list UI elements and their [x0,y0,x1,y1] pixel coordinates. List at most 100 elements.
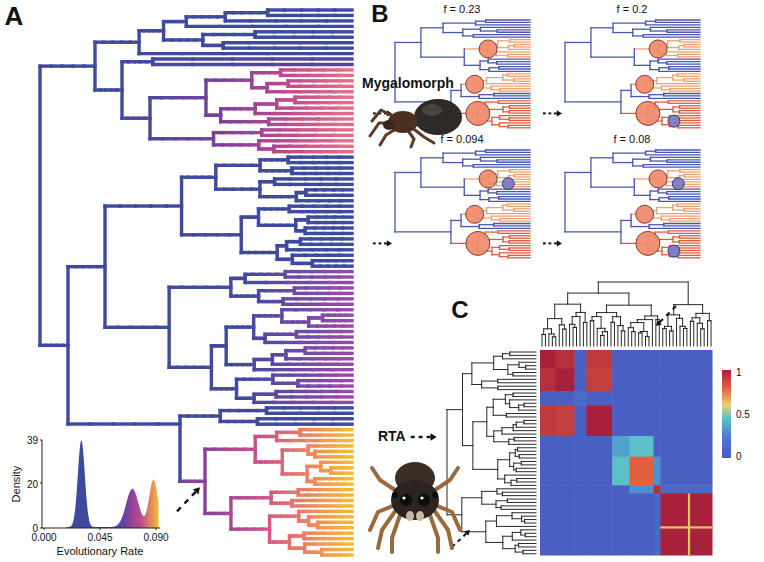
tree-branch [701,328,704,329]
matrix-cell [612,457,630,486]
tree-branch [565,231,621,232]
matrix-cell [629,405,654,436]
tree-branch [669,219,670,221]
tree-branch [649,61,650,70]
tree-branch [302,204,315,207]
tree-branch [291,390,306,393]
tree-branch [509,120,530,121]
tree-branch [508,46,509,50]
tree-branch [498,389,536,390]
tree-branch [299,239,302,244]
tree-branch [503,106,509,107]
tree-branch [137,31,140,54]
tree-branch [295,423,314,426]
tree-branch [288,206,291,211]
matrix-cell [654,485,661,494]
tree-branch [333,417,352,420]
tree-branch [655,231,668,232]
tree-branch [292,499,304,502]
tree-branch [645,315,658,316]
tree-branch [679,236,680,238]
tree-branch [233,57,273,60]
tree-branch [680,326,681,346]
matrix-cell [540,405,556,436]
tree-branch [500,88,530,89]
tree-branch [257,423,276,426]
tree-branch [618,325,623,326]
tree-branch [499,246,500,250]
tree-branch [120,204,135,207]
tree-branch [548,318,562,319]
y-axis [42,440,43,528]
tree-branch [301,406,318,409]
tree-branch [673,331,674,346]
tree-branch [307,439,322,442]
matrix-cell [660,457,712,486]
tree-branch [480,160,497,161]
tree-branch [274,36,293,39]
tree-branch [637,319,652,320]
tree-branch [333,112,352,115]
tree-branch [499,198,530,199]
tree-branch [317,292,329,295]
tree-branch [697,323,702,324]
tree-branch [658,192,667,193]
tree-branch [251,19,276,22]
tree-branch [281,74,295,77]
tree-branch [643,166,700,167]
tree-branch [555,304,581,305]
tree-branch [498,379,536,380]
x-axis [42,528,160,529]
tree-branch [316,172,328,175]
tree-branch [542,335,543,346]
tree-branch [496,507,501,508]
tree-branch [592,316,601,317]
tree-branch [509,112,530,113]
tree-branch [463,445,473,446]
tree-branch [335,14,352,17]
tree-branch [680,326,685,327]
tree-branch [343,221,352,224]
tree-branch [518,451,536,452]
shift-circle [672,178,684,190]
tree-branch [284,351,287,359]
tree-branch [512,518,522,519]
tree-branch [473,35,474,37]
tree-branch [472,384,482,385]
tree-branch [342,237,352,240]
tree-branch [320,363,336,366]
tree-branch [301,85,314,88]
tree-branch [564,325,565,329]
tree-branch [287,248,300,251]
tree-branch [450,220,451,243]
tree-branch [597,328,605,329]
tree-branch [499,116,500,120]
tree-branch [298,134,316,137]
tree-branch [219,25,252,28]
tree-branch [633,29,651,30]
tree-branch [673,74,678,75]
tree-branch [493,356,494,369]
tree-branch [519,454,536,455]
tree-branch [341,101,352,104]
tree-branch [561,319,562,325]
tree-branch [497,488,536,489]
tree-branch [649,98,700,99]
tree-branch [515,456,519,457]
tree-branch [649,225,650,229]
tree-branch [604,336,605,346]
tree-branch [267,406,284,409]
tree-branch [341,95,352,98]
tree-branch [301,155,314,158]
tree-branch [496,515,512,516]
tree-branch [661,216,662,220]
tree-branch [306,292,318,295]
tree-branch [505,394,513,395]
tree-branch [464,49,465,65]
tree-branch [509,238,530,239]
tree-branch [672,205,673,210]
tree-branch [661,86,700,87]
tree-branch [503,111,509,112]
tree-branch [600,336,601,346]
tree-branch [498,230,530,231]
